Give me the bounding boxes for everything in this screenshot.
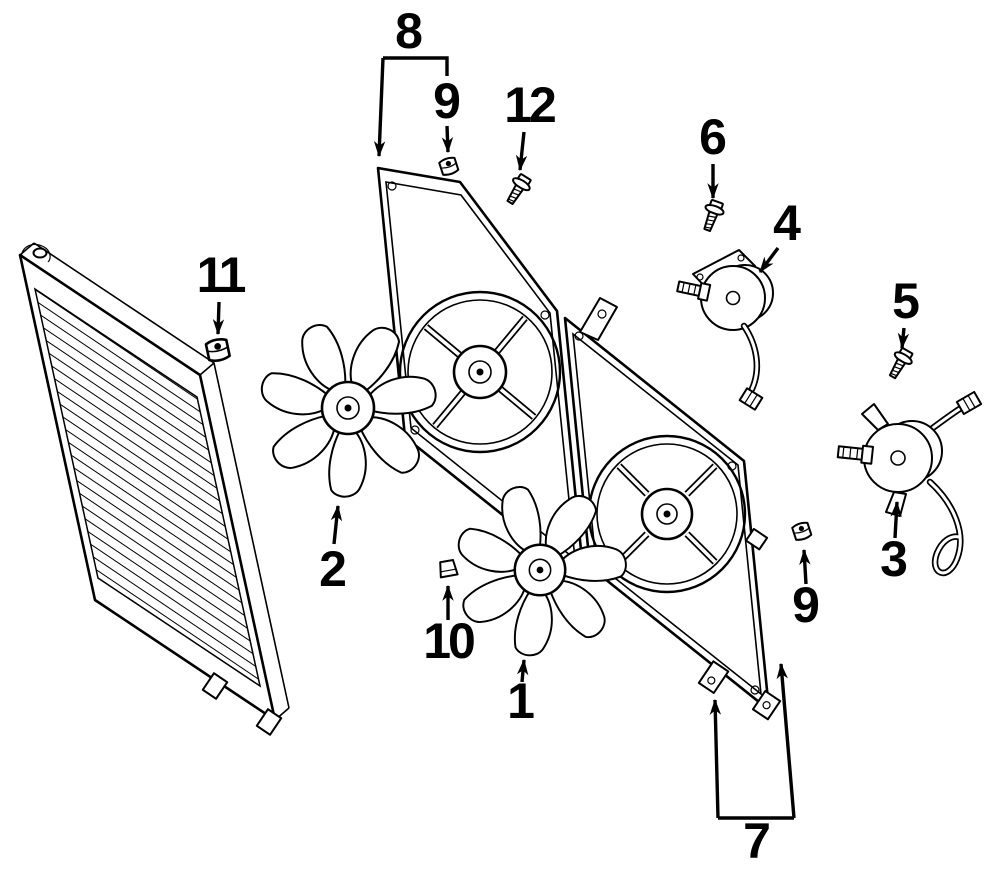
callout-1: 1 — [507, 658, 535, 729]
shroud-foot — [697, 660, 730, 694]
fan-blade — [326, 424, 370, 500]
callout-7-arrow-left — [709, 698, 722, 819]
filler-neck-hook — [20, 243, 51, 263]
callout-10-label[interactable]: 10 — [423, 613, 477, 669]
callout-7-label[interactable]: 7 — [743, 813, 771, 869]
radiator — [18, 242, 290, 736]
fan-motor-upper — [676, 249, 774, 411]
callout-5: 5 — [892, 273, 920, 350]
wire-connector — [955, 390, 983, 416]
filler-neck — [32, 247, 48, 259]
callout-12-arrow — [515, 131, 528, 172]
callout-2-arrow — [330, 504, 343, 545]
callout-9a-arrow — [441, 125, 454, 154]
fan-blade-front — [451, 482, 628, 660]
fan-motor-right — [836, 390, 983, 577]
nut-10 — [437, 558, 459, 579]
callout-8-arrow — [373, 57, 386, 158]
callout-4-label[interactable]: 4 — [773, 195, 801, 251]
clip-9b — [790, 520, 813, 543]
shroud-side-tab — [745, 527, 769, 551]
callout-12: 12 — [504, 77, 558, 172]
callout-9a: 9 — [433, 73, 461, 154]
callout-6: 6 — [699, 109, 727, 200]
callout-9b-arrow — [799, 548, 811, 585]
callout-8-bracket — [383, 56, 449, 76]
callout-4-arrow — [758, 246, 780, 274]
fan-blade-rear — [255, 319, 439, 500]
callout-2-label[interactable]: 2 — [319, 541, 347, 597]
callout-7-arrow-right — [776, 662, 796, 819]
motor-shaft — [676, 280, 712, 302]
wire-connector — [738, 387, 764, 411]
screw-12 — [500, 170, 535, 209]
callout-7: 7 — [709, 662, 796, 869]
callout-9b-label[interactable]: 9 — [792, 577, 820, 633]
callout-6-label[interactable]: 6 — [699, 109, 727, 165]
radiator-foot — [255, 708, 283, 736]
callout-4: 4 — [758, 195, 801, 274]
callout-12-label[interactable]: 12 — [504, 77, 558, 133]
callout-3: 3 — [880, 500, 908, 587]
callout-3-arrow — [890, 500, 902, 539]
callout-2: 2 — [319, 504, 347, 597]
screw-5 — [883, 344, 917, 383]
callout-8-label[interactable]: 8 — [395, 3, 423, 59]
callout-9a-label[interactable]: 9 — [433, 73, 461, 129]
callout-5-arrow — [897, 327, 910, 350]
callout-11: 11 — [197, 247, 249, 336]
callout-10: 10 — [423, 584, 477, 669]
callout-3-label[interactable]: 3 — [880, 531, 908, 587]
fan-shroud-left — [376, 166, 586, 582]
callout-5-label[interactable]: 5 — [892, 273, 920, 329]
callout-8: 8 — [373, 3, 449, 158]
callout-9b: 9 — [792, 548, 820, 633]
shroud-foot — [751, 690, 782, 721]
fan-shroud-right — [563, 297, 782, 721]
radiator-foot — [201, 672, 229, 700]
clip-11 — [204, 336, 232, 364]
callout-1-label[interactable]: 1 — [507, 673, 535, 729]
screw-6 — [697, 197, 728, 235]
callout-11-label[interactable]: 11 — [197, 247, 249, 303]
clip-9a — [437, 155, 460, 178]
motor-shaft — [836, 444, 875, 465]
callout-11-arrow — [212, 301, 225, 336]
shroud-bracket-arm — [579, 297, 618, 341]
callout-1-arrow — [516, 658, 529, 683]
